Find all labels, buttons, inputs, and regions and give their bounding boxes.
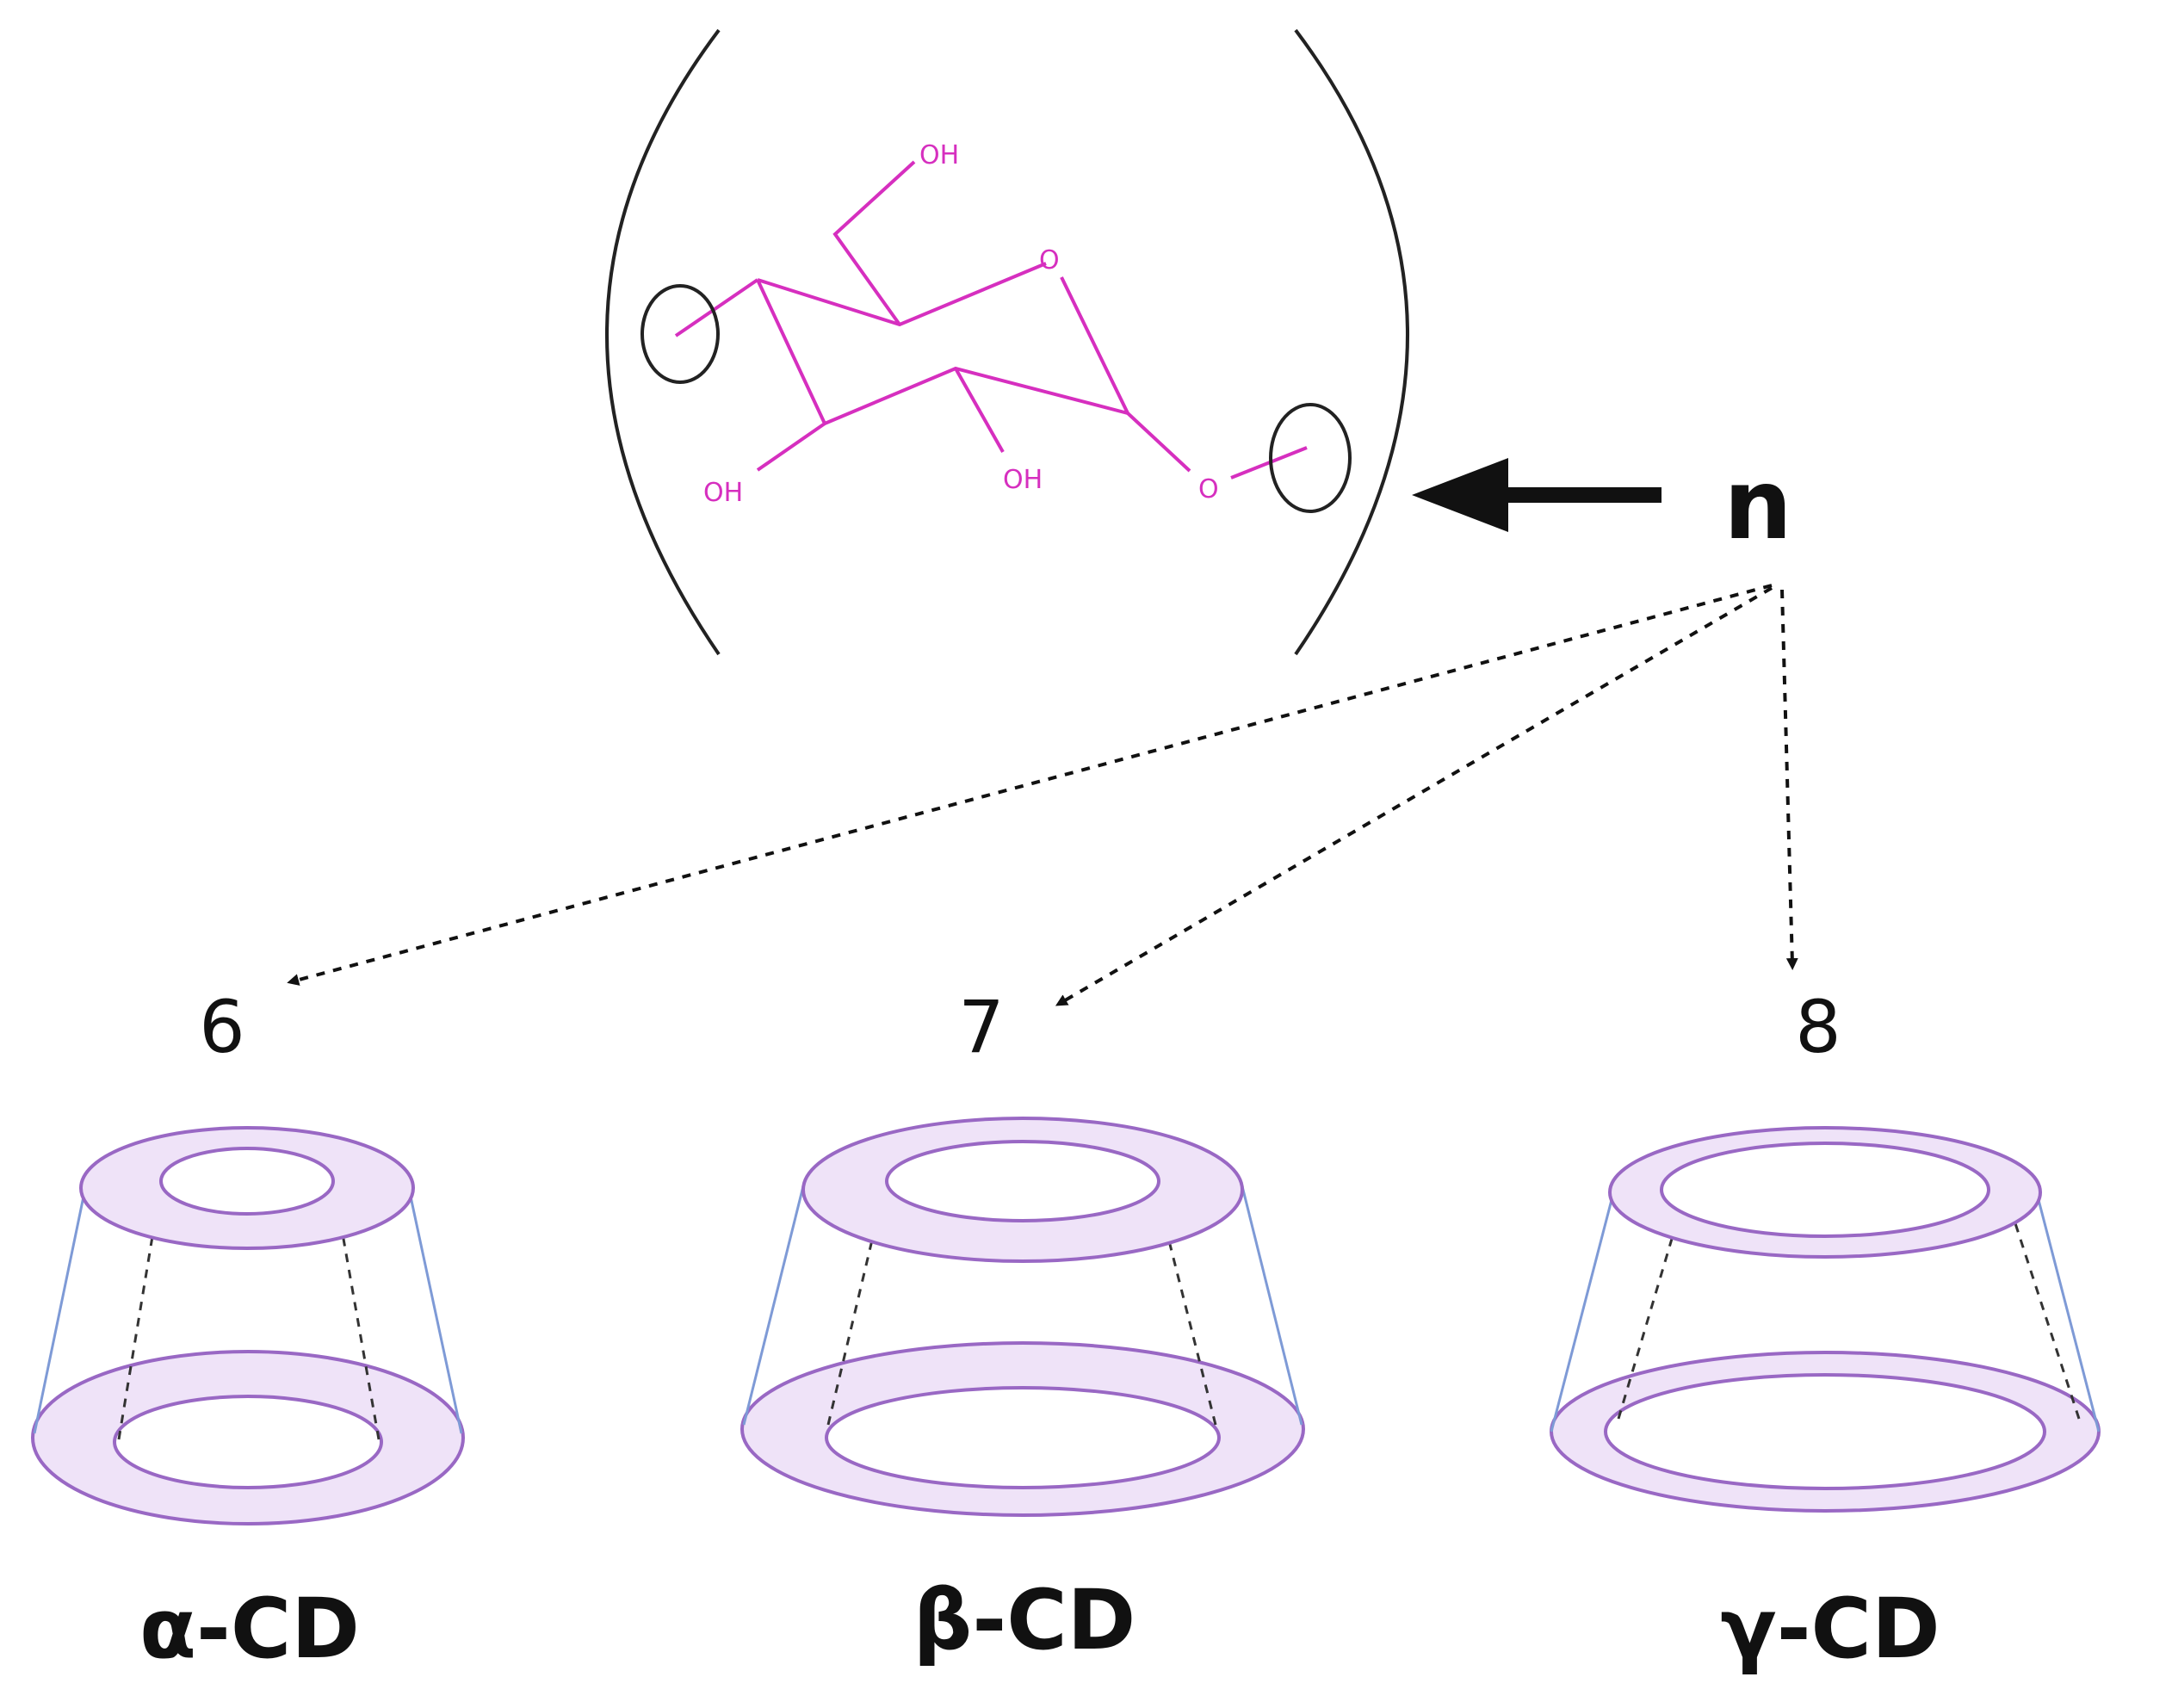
beta-cd-shape — [740, 1117, 1305, 1517]
repeat-label: n — [1723, 449, 1792, 561]
hydroxyl-middle-label: OH — [1003, 465, 1043, 495]
gamma-cd-inner-left — [1617, 1215, 1680, 1420]
alpha-cd-side-right — [409, 1196, 463, 1434]
alpha-count: 6 — [199, 985, 244, 1069]
right-linkage-circle — [1269, 403, 1352, 513]
beta-cd-side-left — [742, 1185, 805, 1426]
beta-cd-inner-right — [1156, 1196, 1217, 1426]
beta-cd-top-cavity — [885, 1140, 1160, 1222]
glycosidic-bond-left — [674, 278, 759, 337]
hydroxyl-bond-left — [756, 422, 826, 472]
gamma-cd-bottom-cavity — [1604, 1373, 2046, 1490]
left-linkage-circle — [640, 284, 720, 384]
dashed-arrow-to-7 — [1055, 586, 1773, 1006]
alpha-cd-inner-left — [117, 1194, 161, 1440]
beta-cd-bottom-cavity — [825, 1386, 1221, 1489]
ch2oh-bond — [832, 160, 916, 326]
gamma-cd-top-cavity — [1660, 1142, 1990, 1238]
glucose-unit — [674, 160, 1308, 480]
ring-oxygen-label: O — [1039, 245, 1060, 275]
beta-cd-side-right — [1241, 1185, 1303, 1426]
beta-count: 7 — [958, 985, 1004, 1069]
gamma-cd-inner-right — [2011, 1215, 2081, 1420]
alpha-cd-shape — [31, 1126, 465, 1525]
gamma-cd-side-left — [1550, 1196, 1614, 1433]
glycosidic-bond-right-end — [1230, 446, 1308, 480]
glycosidic-oxygen-label: O — [1198, 474, 1219, 504]
hydroxyl-left-label: OH — [703, 478, 743, 508]
gamma-cd-side-right — [2036, 1196, 2101, 1433]
alpha-cd-side-left — [33, 1196, 85, 1434]
glycosidic-bond-right — [1126, 412, 1191, 473]
glucose-ring — [756, 262, 1131, 426]
gamma-count: 8 — [1795, 985, 1841, 1069]
left-bracket — [605, 28, 721, 656]
gamma-cd-shape — [1550, 1126, 2101, 1513]
alpha-cd-label: α-CD — [139, 1581, 360, 1677]
alpha-cd-bottom-cavity — [113, 1395, 383, 1489]
right-bracket — [1294, 28, 1409, 656]
beta-cd-inner-left — [826, 1196, 884, 1426]
hydroxyl-bond-middle — [954, 368, 1005, 453]
hydroxyl-top-label: OH — [919, 140, 959, 170]
dashed-arrow-to-8 — [1780, 589, 1798, 970]
dashed-arrow-to-6 — [287, 584, 1773, 986]
beta-cd-label: β-CD — [913, 1572, 1136, 1668]
gamma-cd-label: γ-CD — [1720, 1581, 1940, 1677]
repeat-arrow-head — [1412, 458, 1508, 532]
alpha-cd-top-cavity — [159, 1147, 335, 1216]
